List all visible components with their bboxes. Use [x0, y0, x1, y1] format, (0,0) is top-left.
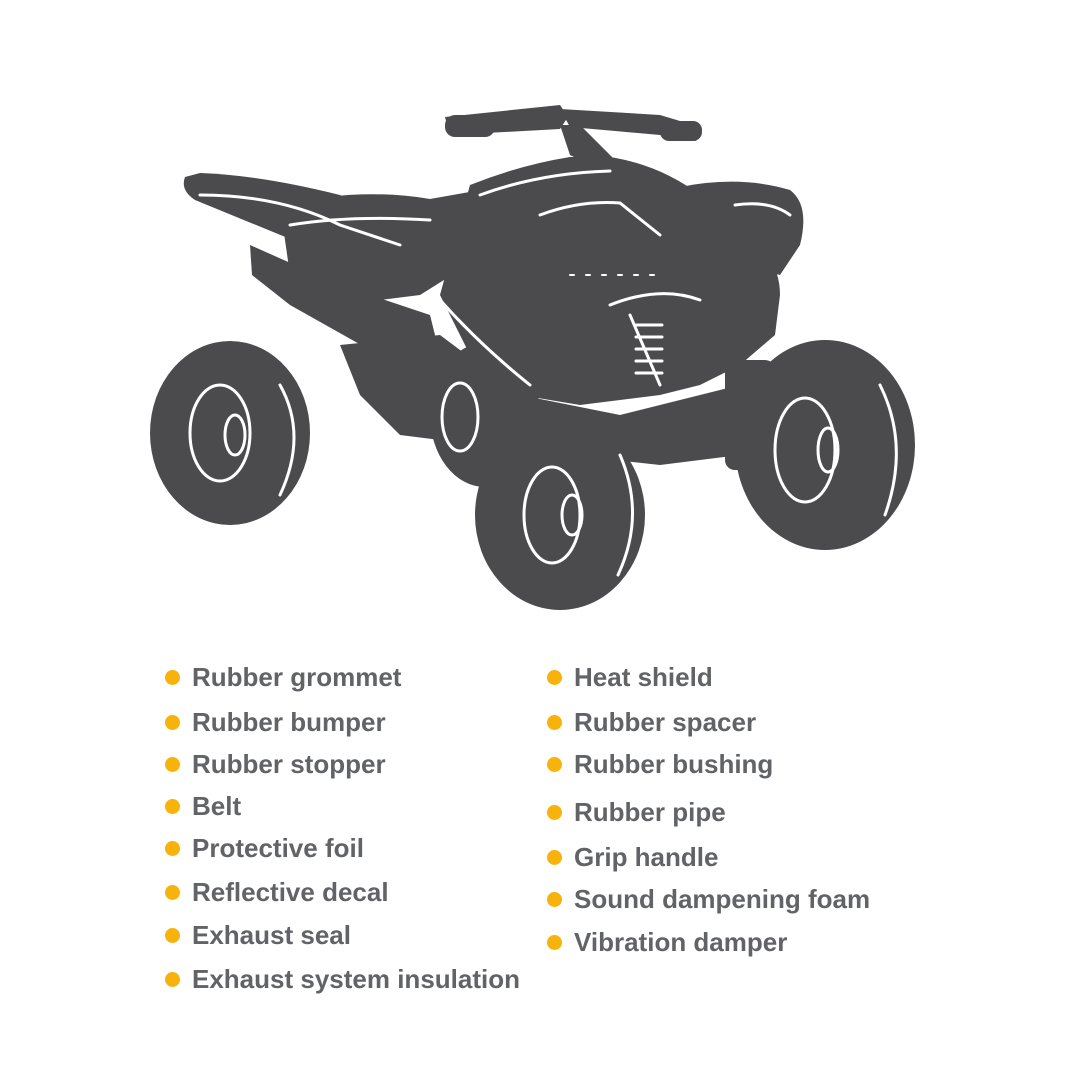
part-label: Reflective decal: [192, 876, 389, 907]
front-right-wheel: [735, 340, 915, 550]
list-item: Reflective decal: [165, 875, 389, 909]
bullet-icon: [165, 798, 180, 814]
list-item: Rubber grommet: [165, 660, 401, 694]
bullet-icon: [165, 971, 180, 987]
grip-right: [660, 121, 702, 141]
list-item: Rubber bushing: [547, 747, 773, 781]
part-label: Exhaust system insulation: [192, 963, 520, 994]
bullet-icon: [547, 804, 562, 820]
bullet-icon: [547, 934, 562, 950]
bullet-icon: [547, 714, 562, 730]
front-left-wheel: [475, 420, 645, 610]
list-item: Exhaust seal: [165, 918, 351, 952]
bullet-icon: [547, 849, 562, 865]
bullet-icon: [165, 927, 180, 943]
part-label: Vibration damper: [574, 926, 788, 957]
bullet-icon: [165, 840, 180, 856]
part-label: Rubber bushing: [574, 748, 774, 779]
list-item: Heat shield: [547, 660, 713, 694]
atv-illustration: [150, 105, 915, 610]
part-label: Heat shield: [574, 661, 713, 692]
bullet-icon: [547, 756, 562, 772]
list-item: Rubber pipe: [547, 795, 726, 829]
part-label: Exhaust seal: [192, 919, 351, 950]
rear-left-wheel: [150, 341, 310, 525]
list-item: Belt: [165, 789, 241, 823]
bullet-icon: [165, 669, 180, 685]
bullet-icon: [165, 756, 180, 772]
list-item: Rubber bumper: [165, 705, 386, 739]
list-item: Protective foil: [165, 831, 364, 865]
list-item: Sound dampening foam: [547, 882, 870, 916]
side-panel: [250, 245, 440, 355]
bullet-icon: [165, 884, 180, 900]
list-item: Exhaust system insulation: [165, 962, 520, 996]
grip-left: [445, 115, 495, 137]
list-item: Grip handle: [547, 840, 718, 874]
bullet-icon: [165, 714, 180, 730]
part-label: Rubber bumper: [192, 706, 386, 737]
list-item: Vibration damper: [547, 925, 787, 959]
main-body: [440, 157, 780, 405]
part-label: Rubber spacer: [574, 706, 757, 737]
part-label: Protective foil: [192, 832, 364, 863]
part-label: Sound dampening foam: [574, 883, 871, 914]
bullet-icon: [547, 891, 562, 907]
list-item: Rubber stopper: [165, 747, 386, 781]
part-label: Rubber grommet: [192, 661, 402, 692]
bullet-icon: [547, 669, 562, 685]
list-item: Rubber spacer: [547, 705, 756, 739]
part-label: Belt: [192, 790, 242, 821]
part-label: Rubber stopper: [192, 748, 386, 779]
part-label: Rubber pipe: [574, 796, 726, 827]
part-label: Grip handle: [574, 841, 719, 872]
